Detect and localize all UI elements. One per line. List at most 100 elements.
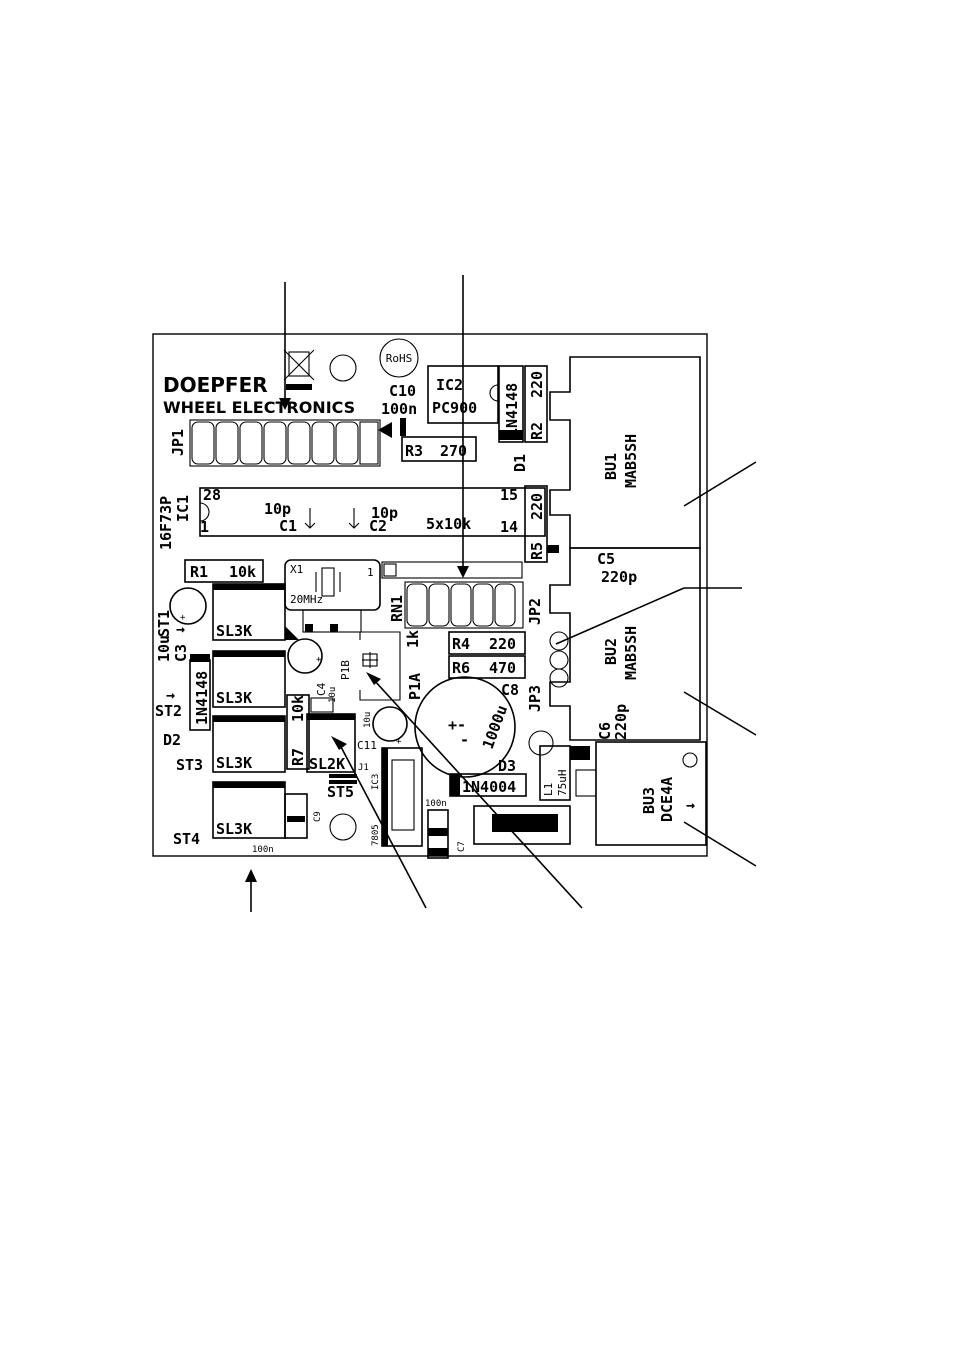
ic1-type: 16F73P: [157, 496, 175, 550]
r2-label: R2: [528, 422, 546, 440]
c3-label: C3: [172, 644, 190, 662]
ic2-label: IC2: [436, 376, 463, 394]
c5-value: 220p: [601, 568, 637, 586]
c8-capacitor: [414, 676, 516, 778]
x1-value: 20MHz: [290, 593, 323, 606]
svg-text:→: →: [166, 686, 175, 704]
p1a-label: P1A: [406, 673, 424, 700]
l1-value: 75uH: [556, 770, 569, 797]
c10-label: C10: [389, 382, 416, 400]
c4-label: C4: [315, 682, 328, 696]
d2-label: D2: [163, 731, 181, 749]
brand-line1: DOEPFER: [163, 373, 268, 397]
ic1-pin1: 1: [200, 518, 209, 536]
d3-value: 1N4004: [462, 778, 516, 796]
bu2-outline: [549, 547, 701, 741]
r7-value: 10k: [289, 695, 307, 722]
rohs-label: RoHS: [386, 352, 413, 365]
c9-label: C9: [313, 811, 323, 822]
sl3k-connector-2: SL3K: [212, 650, 286, 708]
ic1-label: IC1: [174, 495, 192, 522]
jp2-label: JP2: [526, 598, 544, 625]
ic1-outline: [199, 487, 546, 537]
svg-text:→: →: [176, 620, 185, 638]
c7-label: C7: [457, 841, 467, 852]
ic3-label: IC3: [371, 774, 381, 790]
r6-value: 470: [489, 659, 516, 677]
x1-label: X1: [290, 563, 303, 576]
sl3k-text: SL3K: [216, 689, 252, 707]
r2-value: 220: [528, 371, 546, 398]
j1-label: J1: [358, 763, 369, 773]
r7-label: R7: [289, 748, 307, 766]
bu3-type: DCE4A: [658, 777, 676, 822]
sl3k-text: SL3K: [216, 820, 252, 838]
bu3-label: BU3: [640, 787, 658, 814]
p1b-label: P1B: [339, 660, 352, 680]
c2-label: C2: [369, 517, 387, 535]
rn1-value: 5x10k: [426, 515, 471, 533]
rn1-label: RN1: [388, 595, 406, 622]
bu2-type: MAB5SH: [622, 626, 640, 680]
r1-value: 10k: [229, 563, 256, 581]
c8-value: 1000u: [479, 703, 511, 752]
r6-label: R6: [452, 659, 470, 677]
r4-label: R4: [452, 635, 470, 653]
mounting-hole: [329, 354, 357, 382]
svg-text:+: +: [180, 613, 186, 623]
c4-value: 10u: [328, 687, 338, 703]
c9-value: 100n: [252, 845, 274, 855]
r1-label: R1: [190, 563, 208, 581]
c6-label: C6: [596, 722, 614, 740]
bu1-label: BU1: [602, 453, 620, 480]
jp3-label: JP3: [526, 685, 544, 712]
r3-label: R3: [405, 442, 423, 460]
c3-value: 10u: [155, 635, 173, 662]
c5-label: C5: [597, 550, 615, 568]
bu1-type: MAB5SH: [622, 434, 640, 488]
c8-label: C8: [501, 681, 519, 699]
svg-text:+: +: [316, 655, 322, 665]
d1-value: 1N4148: [503, 383, 521, 437]
c1-value: 10p: [264, 500, 291, 518]
rn1-header: [404, 581, 524, 629]
jp1-header: [189, 419, 392, 467]
svg-text:→: →: [686, 796, 695, 814]
sl3k-connector-1: SL3K: [212, 583, 299, 641]
c7-value: 100n: [425, 799, 447, 809]
l1-label: L1: [542, 783, 555, 796]
st2-label: ST2: [155, 702, 182, 720]
bu2-label: BU2: [602, 638, 620, 665]
ic1-pin15: 15: [500, 486, 518, 504]
st4-label: ST4: [173, 830, 200, 848]
c11-label: C11: [357, 739, 377, 752]
svg-text:+-: +-: [448, 716, 466, 734]
jp1-label: JP1: [169, 429, 187, 456]
svg-text:-: -: [460, 731, 469, 749]
ic1-pin28: 28: [203, 486, 221, 504]
d2-value: 1N4148: [193, 671, 211, 725]
sl3k-connector-3: SL3K: [212, 715, 286, 773]
r5-value: 220: [528, 493, 546, 520]
r3-value: 270: [440, 442, 467, 460]
ic1-pin14: 14: [500, 518, 518, 536]
c6-value: 220p: [612, 704, 630, 740]
sl2k-label: SL2K: [309, 755, 345, 773]
ic3-type: 7805: [371, 824, 381, 846]
c1-label: C1: [279, 517, 297, 535]
p1-outline: [359, 631, 401, 701]
rohs-logo: RoHS: [379, 338, 419, 378]
ic2-type: PC900: [432, 399, 477, 417]
brand-line2: WHEEL ELECTRONICS: [163, 398, 355, 417]
sl3k-text: SL3K: [216, 754, 252, 772]
svg-text:1: 1: [367, 566, 374, 579]
r4-value: 220: [489, 635, 516, 653]
d3-label: D3: [498, 757, 516, 775]
st1-label: ST1: [155, 610, 173, 637]
d1-label: D1: [511, 454, 529, 472]
st3-label: ST3: [176, 756, 203, 774]
sl3k-connector-4: SL3K: [212, 781, 286, 839]
st5-label: ST5: [327, 783, 354, 801]
r5-label: R5: [528, 542, 546, 560]
